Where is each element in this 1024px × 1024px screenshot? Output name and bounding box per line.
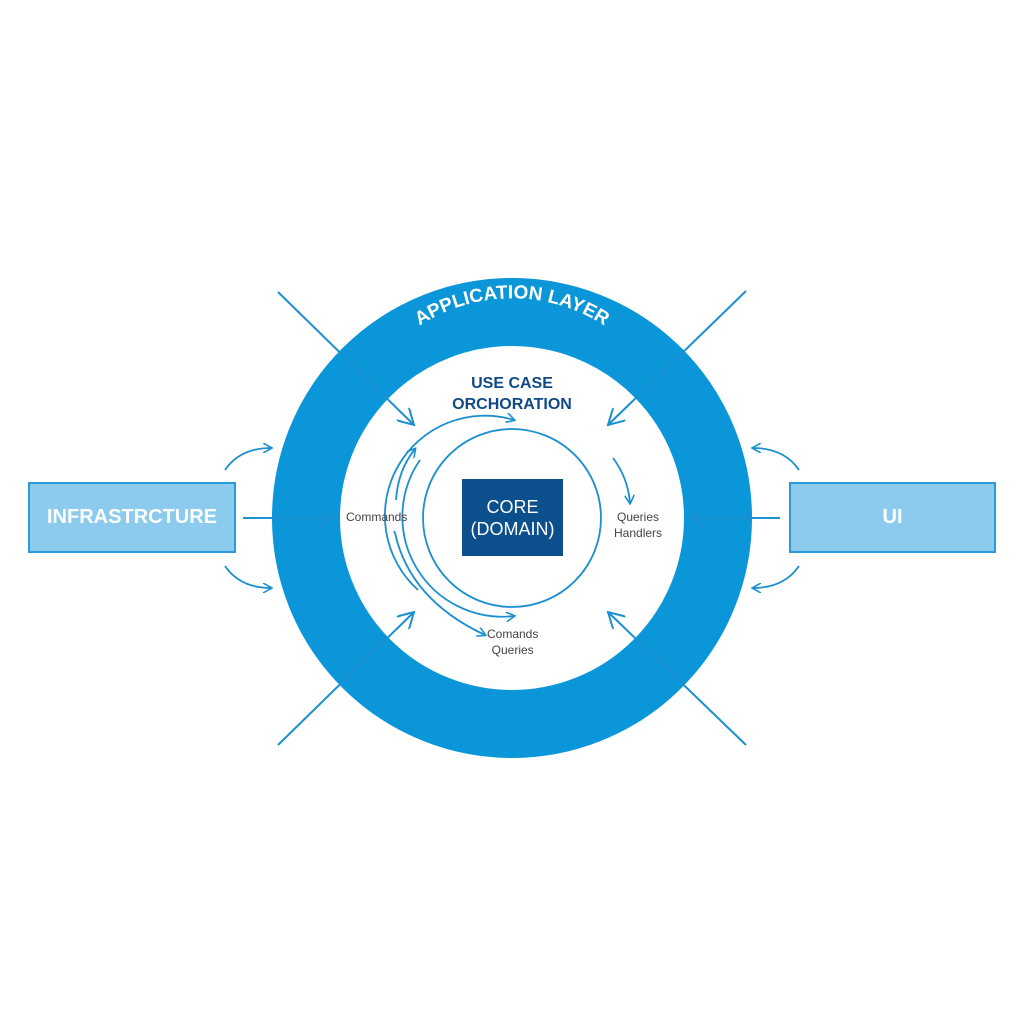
arrow-bottom-right (608, 612, 747, 746)
arc-outer-bottom (401, 459, 514, 617)
ui-label: UI (882, 506, 903, 528)
arrow-bottom-left (277, 612, 414, 746)
queries-handlers-label: Queries Handlers (614, 509, 662, 541)
use-case-title-line1: USE CASE (471, 375, 553, 392)
infrastructure-label: INFRASTRCTURE (47, 506, 217, 528)
curved-arrow-ui-bottom (753, 565, 800, 588)
commands-queries-line2: Queries (491, 643, 534, 657)
queries-handlers-line1: Queries (617, 510, 660, 524)
queries-handlers-line2: Handlers (614, 526, 663, 540)
arrow-top-right (608, 290, 747, 425)
core-line2: (DOMAIN) (470, 518, 555, 539)
core-boundary-circle (422, 428, 602, 608)
curved-arrow-ui-top (753, 448, 800, 471)
arc-queries (612, 457, 630, 503)
ui-box: UI (789, 482, 996, 553)
use-case-title: USE CASE ORCHORATION (412, 373, 612, 415)
commands-queries-label: Comands Queries (487, 626, 538, 658)
curved-arrow-infra-bottom (224, 565, 271, 588)
arrow-top-left (277, 291, 414, 425)
commands-queries-line1: Comands (487, 627, 539, 641)
arc-commands-up (395, 449, 415, 501)
arc-commands-down (394, 532, 485, 635)
commands-label: Commands (346, 510, 408, 524)
curved-arrow-infra-top (224, 448, 271, 471)
core-line1: CORE (486, 496, 539, 517)
infrastructure-box: INFRASTRCTURE (28, 482, 236, 553)
use-case-title-line2: ORCHORATION (452, 396, 572, 413)
arc-outer-top (384, 416, 514, 591)
arc-start-down (393, 530, 396, 534)
core-domain-box: CORE (DOMAIN) (462, 479, 563, 556)
